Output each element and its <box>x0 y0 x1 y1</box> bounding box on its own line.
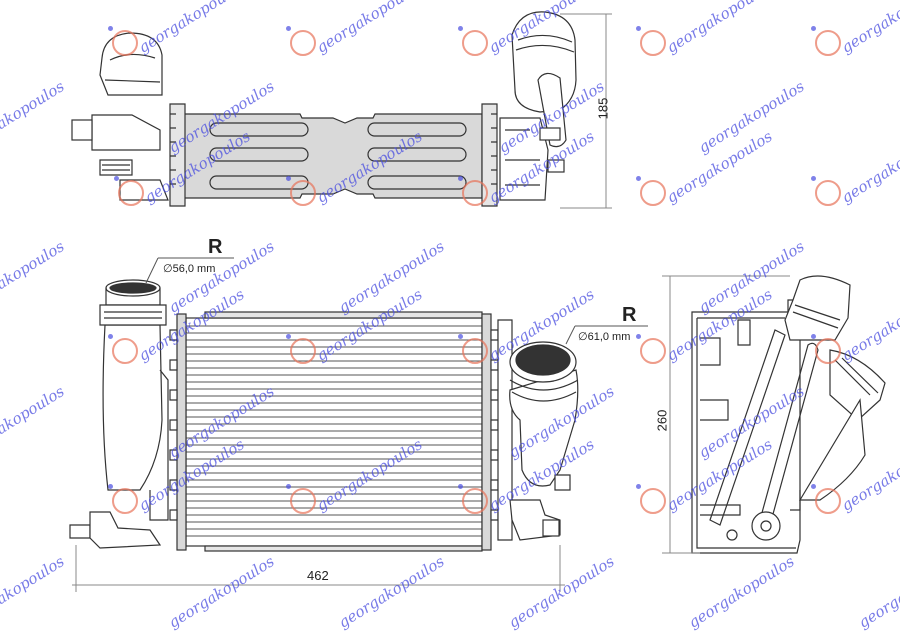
side-view <box>691 275 886 554</box>
dimension-label-260: 260 <box>654 409 670 432</box>
dimension-label-185: 185 <box>595 97 611 120</box>
dimension-260 <box>662 275 790 554</box>
callout-leaders <box>145 257 648 345</box>
callout-left-mark: R <box>208 236 223 258</box>
callout-left-diameter: ∅56,0 mm <box>163 263 216 275</box>
front-view <box>69 279 579 552</box>
dimension-label-462: 462 <box>307 568 329 583</box>
dimension-462 <box>72 545 565 592</box>
callout-right-mark: R <box>622 304 637 326</box>
callout-right-diameter: ∅61,0 mm <box>578 331 631 343</box>
top-view <box>71 11 577 207</box>
dimension-185 <box>560 13 612 209</box>
